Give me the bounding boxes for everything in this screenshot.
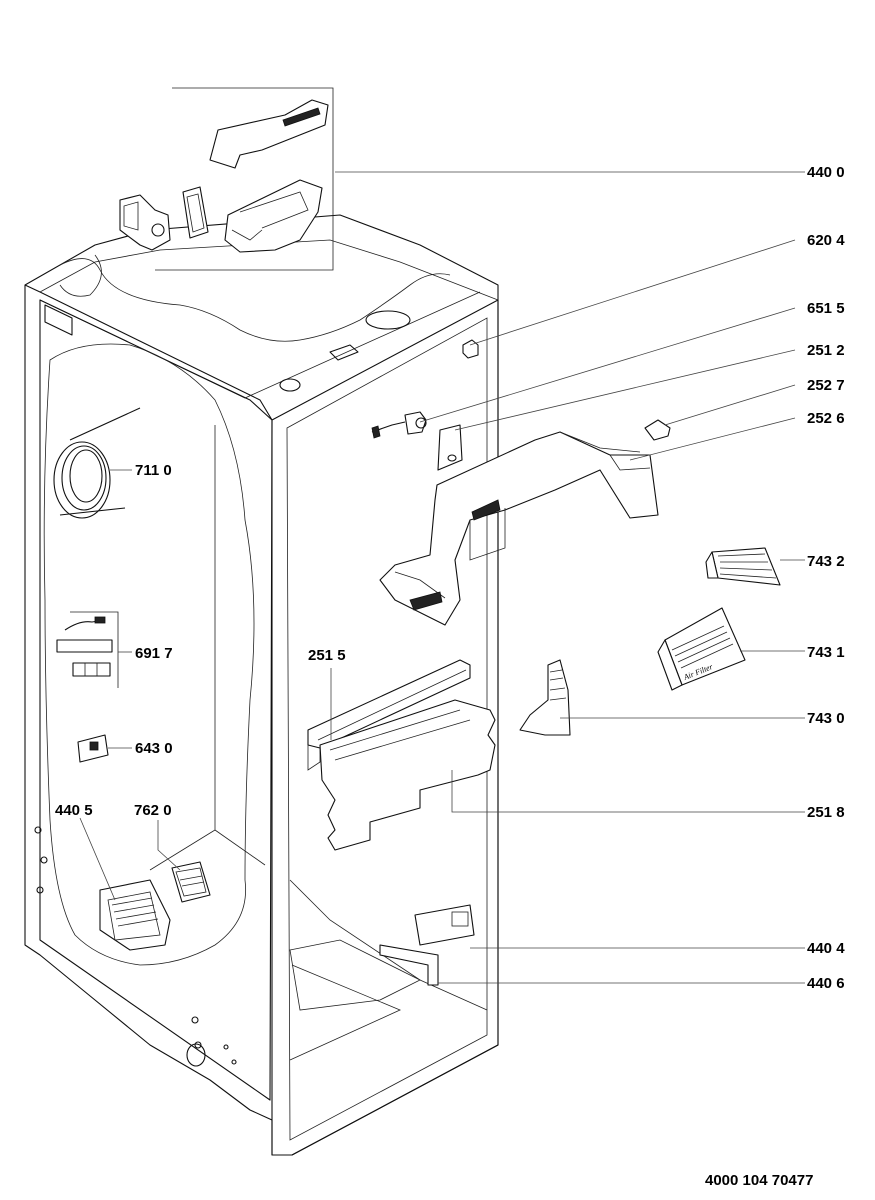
- label-6204: 620 4: [807, 232, 845, 249]
- part-7432-air-grille-top: [705, 547, 805, 586]
- label-7431: 743 1: [807, 644, 845, 661]
- label-4406: 440 6: [807, 975, 845, 992]
- part-4405-ice-maker-unit: [79, 817, 171, 951]
- label-2515: 251 5: [308, 647, 346, 664]
- part-6917-kit: [56, 611, 132, 688]
- part-4400-dispenser-group: [119, 87, 334, 271]
- label-4405: 440 5: [55, 802, 93, 819]
- label-6515: 651 5: [807, 300, 845, 317]
- callout-labels: 440 0 620 4 651 5 251 2 252 7 252 6 711 …: [55, 164, 845, 992]
- part-6515-lamp: [371, 307, 796, 439]
- label-4400: 440 0: [807, 164, 845, 181]
- part-2518-evaporator-cover: [319, 699, 805, 851]
- label-6917: 691 7: [135, 645, 173, 662]
- part-2515-rail: [307, 659, 471, 771]
- part-6430-clip: [77, 734, 132, 763]
- label-2527: 252 7: [807, 377, 845, 394]
- label-7110: 711 0: [135, 462, 172, 479]
- part-2527-cap: [644, 384, 796, 441]
- part-7620-filter-module: [157, 820, 211, 903]
- part-2526-dispenser-housing: [379, 417, 796, 626]
- label-2526: 252 6: [807, 410, 845, 427]
- label-2518: 251 8: [807, 804, 845, 821]
- label-4404: 440 4: [807, 940, 845, 957]
- label-7430: 743 0: [807, 710, 845, 727]
- part-4404-bracket: [414, 904, 805, 949]
- part-7430-bracket: [519, 659, 805, 736]
- label-7432: 743 2: [807, 553, 845, 570]
- part-4406-bracket: [379, 944, 805, 986]
- part-7431-air-filter: Air Filter: [657, 607, 805, 691]
- label-6430: 643 0: [135, 740, 173, 757]
- refrigerator-cabinet: [24, 214, 499, 1156]
- label-2512: 251 2: [807, 342, 845, 359]
- part-6204-switch: [462, 239, 796, 359]
- label-7620: 762 0: [134, 802, 172, 819]
- part-7110-tube-coil: [53, 407, 141, 519]
- document-number: 4000 104 70477: [705, 1172, 813, 1189]
- part-2512-cover-plate: [437, 349, 796, 471]
